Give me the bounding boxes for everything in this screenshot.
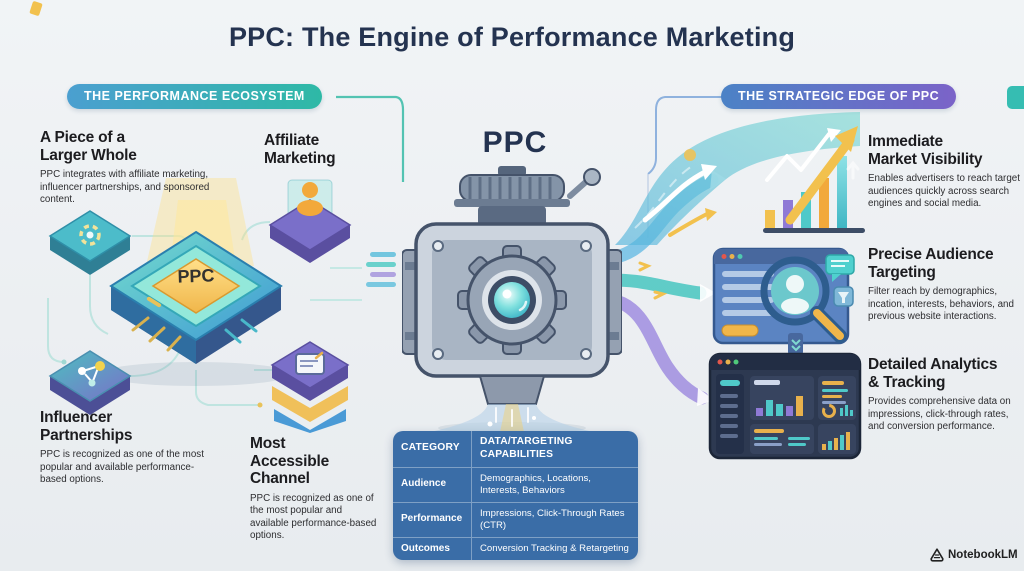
- eco-body-influencer: PPC is recognized as one of the most pop…: [40, 449, 204, 486]
- edge-body-analytics: Provides comprehensive data on impressio…: [868, 396, 1011, 433]
- table-cell-category: Performance: [393, 502, 472, 537]
- table-header-capabilities: DATA/TARGETING CAPABILITIES: [480, 436, 573, 460]
- audience-targeting-illustration: [712, 247, 855, 355]
- eco-block-influencer: Influencer Partnerships PPC is recognize…: [40, 409, 218, 487]
- table-cell-value: Impressions, Click-Through Rates (CTR): [480, 507, 625, 531]
- eco-block-affiliate: Affiliate Marketing: [264, 132, 384, 167]
- market-visibility-illustration: [615, 112, 865, 245]
- ppc-ecosystem-illustration: [47, 178, 352, 433]
- table-cell-category: Audience: [393, 467, 472, 502]
- eco-block-larger-whole: A Piece of a Larger Whole PPC integrates…: [40, 129, 218, 207]
- table-row-performance: Performance Impressions, Click-Through R…: [393, 501, 638, 537]
- edge-heading-targeting: Precise Audience Targeting: [868, 246, 994, 281]
- teal-square-decoration: [1007, 86, 1024, 109]
- edge-block-visibility: Immediate Market Visibility Enables adve…: [868, 133, 1020, 211]
- page-title: PPC: The Engine of Performance Marketing: [228, 22, 796, 52]
- edge-body-visibility: Enables advertisers to reach target audi…: [868, 173, 1020, 210]
- eco-body-larger-whole: PPC integrates with affiliate marketing,…: [40, 169, 210, 206]
- eco-heading-larger-whole: A Piece of a Larger Whole: [40, 129, 137, 164]
- analytics-dashboard-illustration: [708, 352, 862, 460]
- brand-name: NotebookLM: [948, 549, 1018, 561]
- banner-strategic-edge: THE STRATEGIC EDGE OF PPC: [721, 84, 957, 109]
- eco-heading-influencer: Influencer Partnerships: [40, 409, 133, 444]
- ppc-engine-label: PPC: [482, 126, 548, 159]
- ppc-chip-label: PPC: [177, 265, 215, 287]
- ppc-engine-illustration: [402, 166, 622, 434]
- notebooklm-logo-icon: [930, 548, 944, 562]
- table-header-row: CATEGORY DATA/TARGETING CAPABILITIES: [393, 431, 638, 467]
- table-cell-value: Demographics, Locations, Interests, Beha…: [480, 472, 591, 496]
- edge-block-analytics: Detailed Analytics & Tracking Provides c…: [868, 356, 1022, 434]
- table-row-outcomes: Outcomes Conversion Tracking & Retargeti…: [393, 536, 638, 561]
- eco-heading-accessible: Most Accessible Channel: [250, 435, 329, 487]
- eco-heading-affiliate: Affiliate Marketing: [264, 132, 336, 167]
- brand-footer: NotebookLM: [930, 548, 1018, 562]
- eco-body-accessible: PPC is recognized as one of the most pop…: [250, 492, 377, 542]
- edge-block-targeting: Precise Audience Targeting Filter reach …: [868, 246, 1020, 324]
- table-row-audience: Audience Demographics, Locations, Intere…: [393, 466, 638, 502]
- table-cell-value: Conversion Tracking & Retargeting: [480, 542, 629, 554]
- banner-performance-ecosystem: THE PERFORMANCE ECOSYSTEM: [67, 84, 322, 109]
- edge-body-targeting: Filter reach by demographics, incation, …: [868, 286, 1014, 323]
- table-header-category: CATEGORY: [393, 431, 472, 467]
- table-cell-category: Outcomes: [393, 537, 472, 561]
- capabilities-table: CATEGORY DATA/TARGETING CAPABILITIES Aud…: [393, 431, 638, 561]
- eco-block-accessible: Most Accessible Channel PPC is recognize…: [250, 435, 380, 543]
- edge-heading-visibility: Immediate Market Visibility: [868, 133, 983, 168]
- edge-heading-analytics: Detailed Analytics & Tracking: [868, 356, 998, 391]
